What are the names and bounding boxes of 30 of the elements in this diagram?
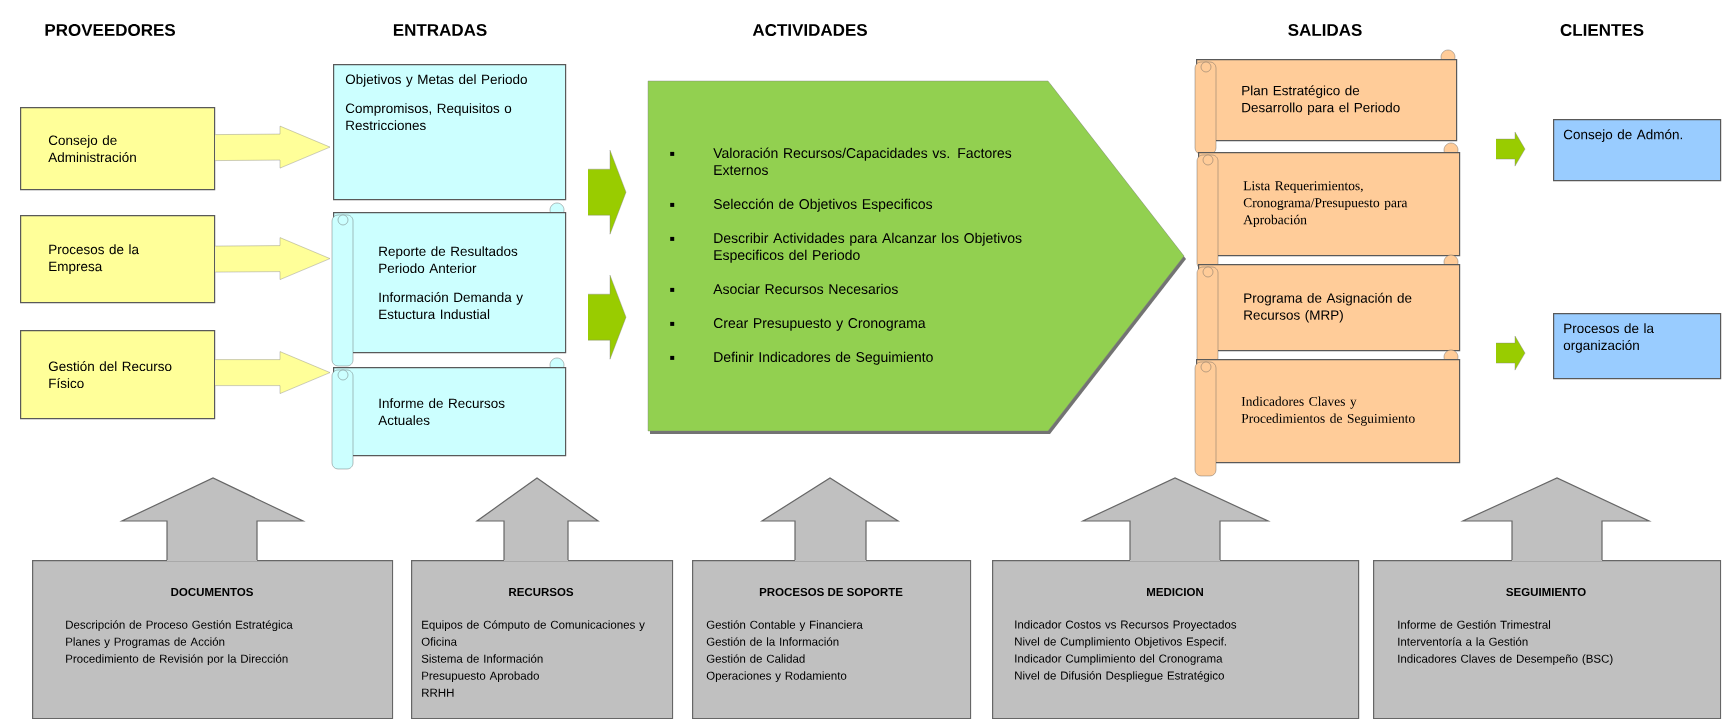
block-arrow — [215, 351, 331, 394]
supplier-box: Procesos de la Empresa — [20, 215, 216, 304]
scroll-box: Reporte de Resultados Periodo Anterior Información Demanda y Estuctura Industial — [331, 202, 567, 367]
supplier-box: Gestión del Recurso Físico — [20, 330, 216, 420]
block-arrow — [1495, 131, 1526, 167]
column-heading: SALIDAS — [1288, 24, 1362, 36]
support-arrow-box: RECURSOS Equipos de Cómputo de Comunicaciones y Oficina Sistema de Información Presupuesto Aprobado RRHH — [411, 477, 674, 719]
supplier-box: Consejo de Administración — [20, 107, 216, 191]
column-heading: CLIENTES — [1560, 24, 1644, 36]
client-box: Procesos de la organización — [1553, 313, 1722, 380]
block-arrow — [1495, 335, 1526, 371]
block-arrow — [587, 275, 627, 360]
block-arrow — [215, 125, 331, 169]
support-arrow-box: MEDICION Indicador Costos vs Recursos Proyectados Nivel de Cumplimiento Objetivos Especif. Indicador Cumplimiento del Cronograma Nivel de Difusión Despliegue Estratégico — [992, 477, 1360, 719]
input-box: Objetivos y Metas del Periodo Compromisos, Requisitos o Restricciones — [333, 64, 567, 201]
output-scroll: Lista Requerimientos, Cronograma/Presupuesto para Aprobación — [1196, 142, 1461, 270]
scroll-box: Informe de Recursos Actuales — [331, 357, 567, 470]
activities-pentagon: Valoración Recursos/Capacidades vs. Factores Externos Selección de Objetivos Especificos Describir Actividades para Alcanzar los Objetivos Especificos del Periodo Asociar Recursos Necesarios Crear Presupuesto y Cronograma Definir Indicadores de Seguimiento — [647, 80, 1186, 434]
block-arrow — [215, 237, 331, 280]
support-arrow-box: PROCESOS DE SOPORTE Gestión Contable y Financiera Gestión de la Información Gestión de Calidad Operaciones y Rodamiento — [692, 477, 972, 719]
output-scroll: Indicadores Claves y Procedimientos de Seguimiento — [1194, 349, 1461, 477]
column-heading: ACTIVIDADES — [752, 24, 867, 36]
block-arrow — [587, 150, 627, 235]
output-scroll: Programa de Asignación de Recursos (MRP) — [1196, 254, 1461, 365]
output-scroll: Plan Estratégico de Desarrollo para el Periodo — [1194, 49, 1458, 155]
column-heading: PROVEEDORES — [45, 24, 175, 36]
support-arrow-box: DOCUMENTOS Descripción de Proceso Gestión Estratégica Planes y Programas de Acción Procedimiento de Revisión por la Dirección — [32, 477, 394, 719]
client-box: Consejo de Admón. — [1553, 119, 1722, 182]
support-arrow-box: SEGUIMIENTO Informe de Gestión Trimestral Interventoría a la Gestión Indicadores Claves de Desempeño (BSC) — [1373, 477, 1722, 719]
column-heading: ENTRADAS — [393, 24, 487, 36]
